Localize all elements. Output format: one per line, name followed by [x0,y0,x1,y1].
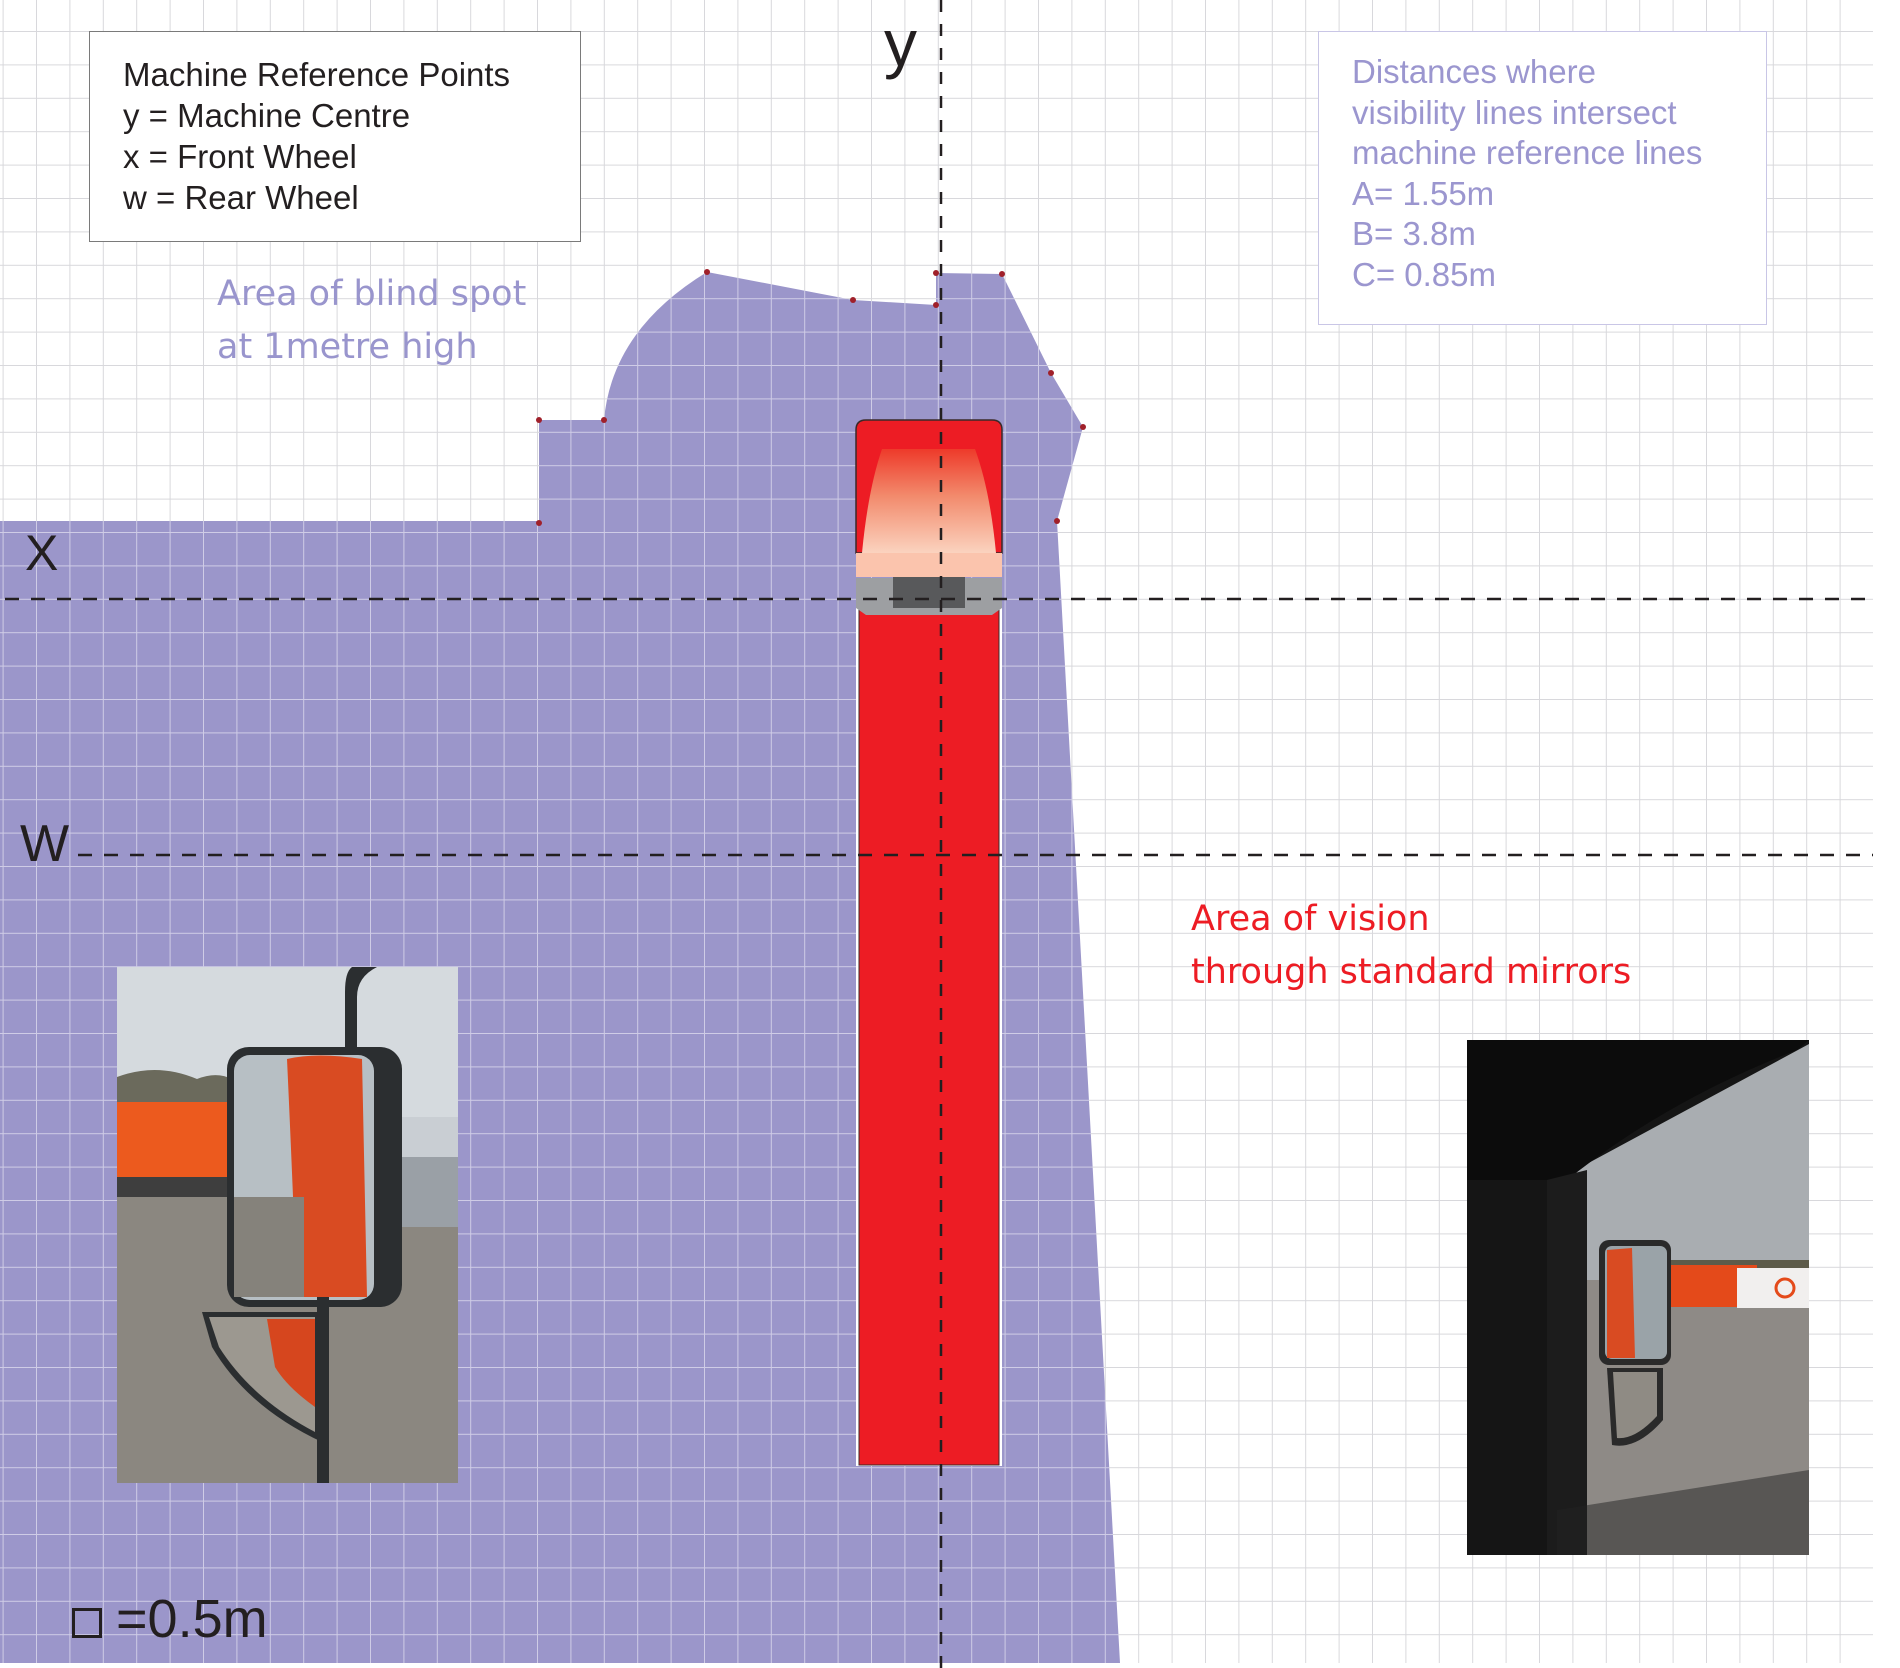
reference-points-legend: Machine Reference Points y = Machine Cen… [89,31,581,242]
vertex-markers [536,269,1086,526]
distances-heading-2: visibility lines intersect [1352,93,1677,131]
distances-heading-1: Distances where [1352,53,1596,90]
blind-spot-label-line2: at 1metre high [217,327,478,367]
axis-label-y: y [884,6,917,80]
axis-label-x: X [25,525,59,581]
legend-line-y: y = Machine Centre [123,97,411,134]
legend-line-w: w = Rear Wheel [123,179,359,216]
legend-title: Machine Reference Points [123,56,511,93]
vision-label-line2: through standard mirrors [1191,952,1632,992]
truck-top-view [855,419,1003,1466]
distance-b: B= 3.8m [1352,215,1476,252]
mirror-photo-exterior [117,967,458,1483]
grid-square-icon [72,1608,102,1638]
distances-legend: Distances where visibility lines interse… [1318,31,1767,325]
grid-scale-legend: =0.5m [72,1592,268,1646]
grid-scale-text: =0.5m [116,1589,268,1649]
distance-a: A= 1.55m [1352,174,1495,212]
mirror-photo-interior [1467,1040,1809,1555]
vision-label-line1: Area of vision [1191,899,1430,939]
distance-c: C= 0.85m [1352,255,1496,293]
distances-heading-3: machine reference lines [1352,134,1703,171]
blind-spot-label-line1: Area of blind spot [217,274,527,314]
axis-label-w: W [20,815,70,873]
vision-area-label: Area of vision through standard mirrors [1191,893,1631,999]
blind-spot-label: Area of blind spot at 1metre high [217,268,526,374]
legend-line-x: x = Front Wheel [123,138,357,175]
